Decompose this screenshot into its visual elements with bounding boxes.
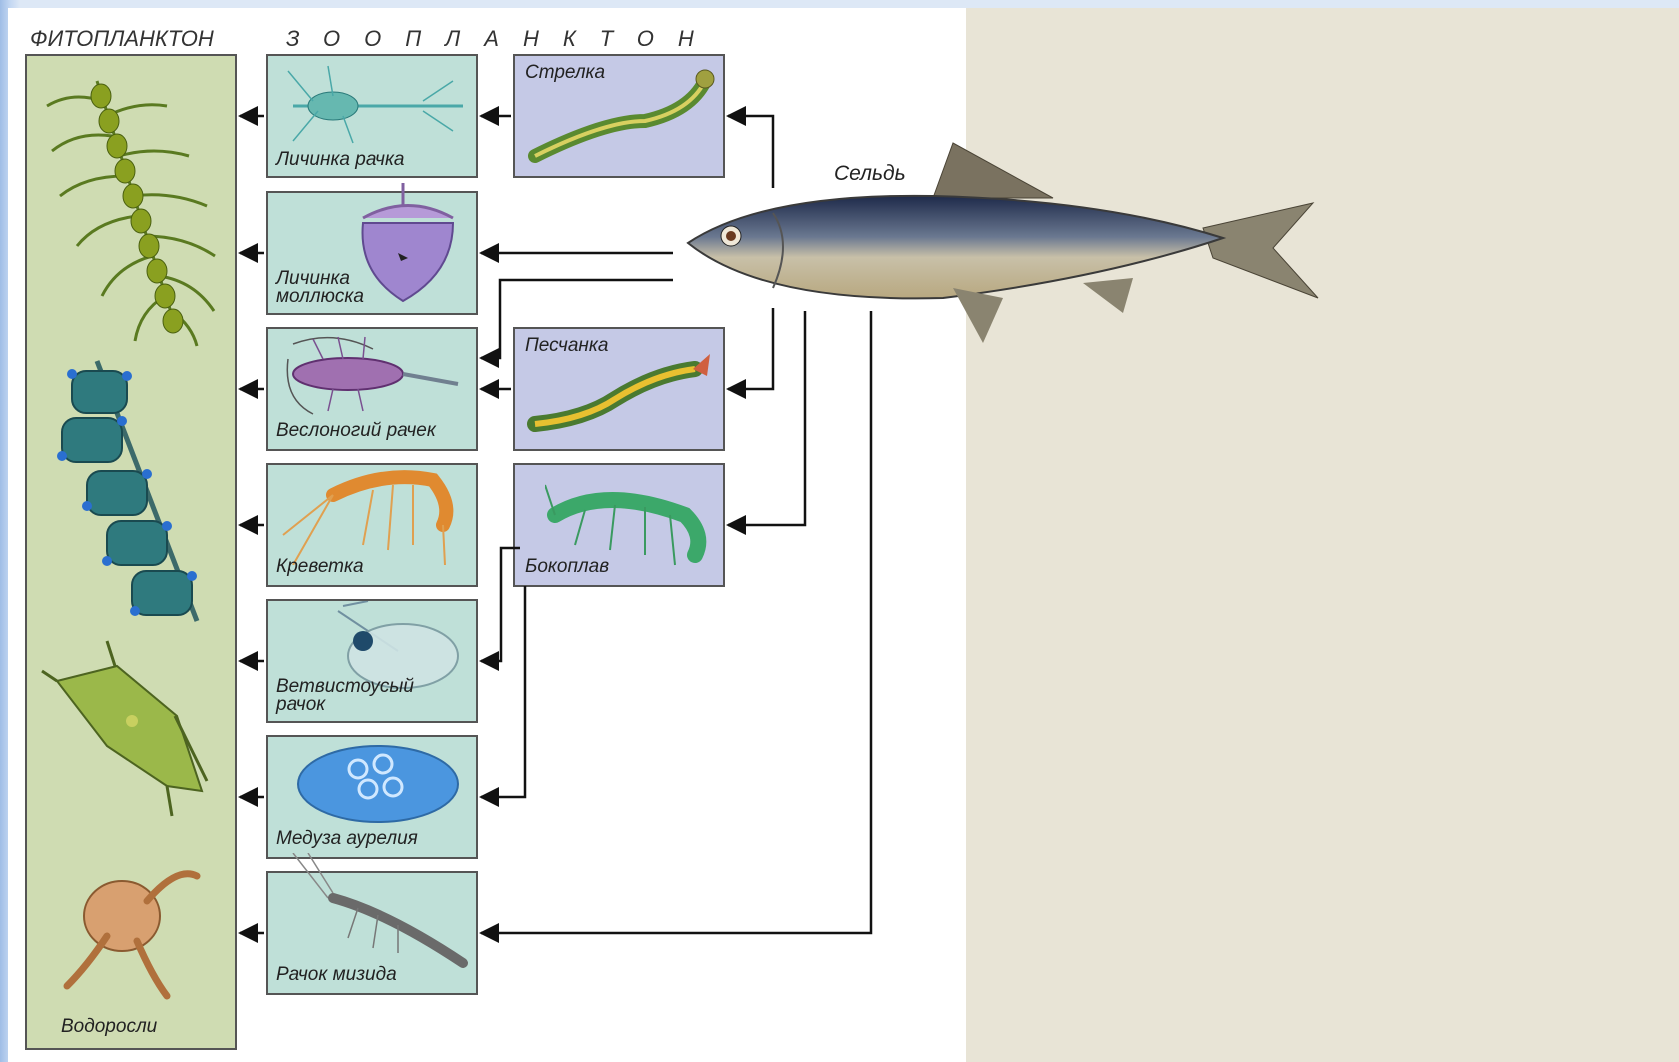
arrow	[728, 116, 773, 188]
food-web-diagram: ФИТОПЛАНКТОН ЗООПЛАНКТОН	[8, 8, 1679, 1062]
arrow	[481, 586, 525, 797]
arrow	[481, 280, 673, 358]
arrow	[728, 308, 773, 389]
arrow	[728, 311, 805, 525]
arrows-layer	[8, 8, 966, 1062]
arrow	[481, 548, 520, 661]
arrow	[481, 311, 871, 933]
